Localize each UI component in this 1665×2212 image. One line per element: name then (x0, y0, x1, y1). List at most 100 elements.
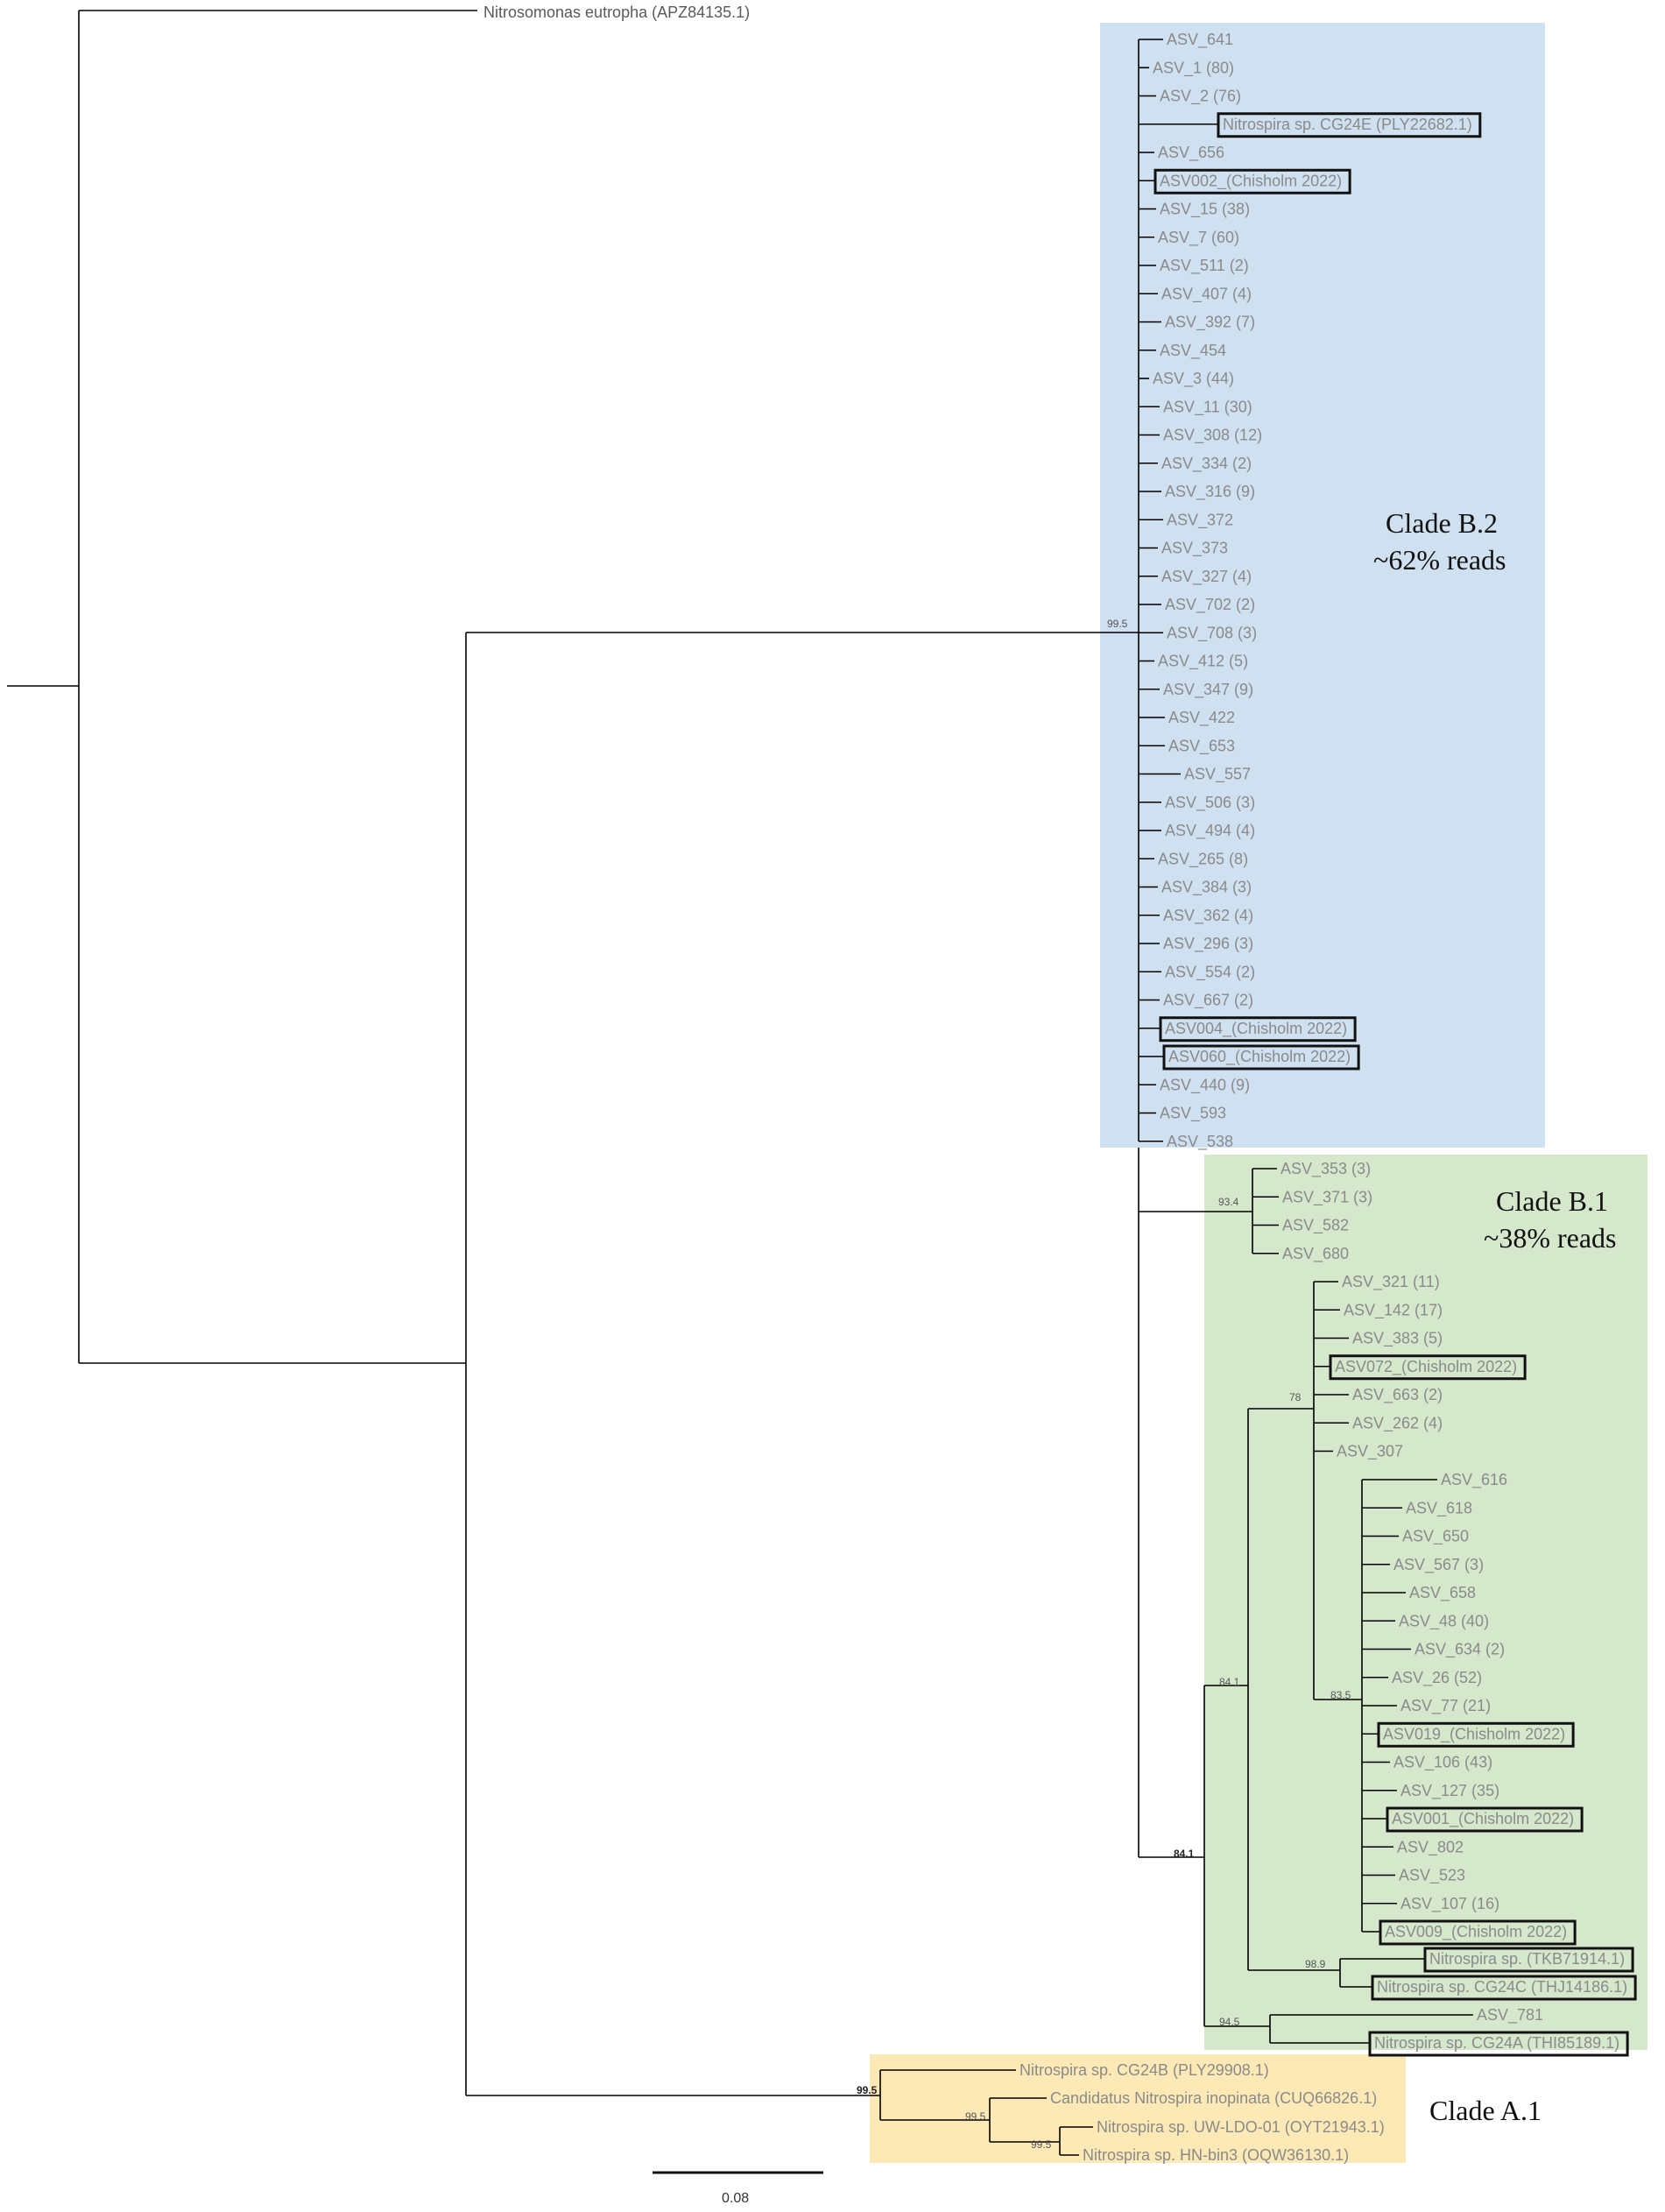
clade-b2-background (1100, 23, 1545, 1148)
b2-leaf-label: ASV_667 (2) (1163, 992, 1253, 1010)
b1-leaf-label: ASV_321 (11) (1342, 1273, 1440, 1291)
b2-leaf-label: ASV_511 (2) (1160, 257, 1249, 275)
support-b1-835: 83.5 (1330, 1689, 1351, 1701)
clade-b1-reads: ~38% reads (1484, 1222, 1616, 1254)
b1-leaf-label: ASV001_(Chisholm 2022) (1392, 1810, 1574, 1828)
clade-a1-background (870, 2054, 1406, 2163)
b2-leaf-label: ASV004_(Chisholm 2022) (1165, 1020, 1347, 1038)
b2-leaf-label: ASV_11 (30) (1163, 398, 1252, 416)
clade-a1-title: Clade A.1 (1429, 2095, 1542, 2126)
b2-leaf-label: ASV_334 (2) (1161, 455, 1252, 473)
b1-leaf-label: ASV_567 (3) (1393, 1556, 1484, 1574)
b2-leaf-label: ASV_2 (76) (1160, 88, 1241, 106)
highlight-box (1329, 1354, 1527, 1381)
b2-leaf-label: ASV_327 (4) (1161, 568, 1252, 586)
b2-leaf-label: ASV_656 (1158, 144, 1224, 162)
highlight-box (1154, 168, 1351, 194)
b2-leaf-label: ASV_316 (9) (1165, 483, 1255, 501)
b2-leaf-label: ASV_708 (3) (1167, 624, 1257, 642)
highlight-box (1386, 1806, 1584, 1833)
support-b1-78: 78 (1289, 1391, 1302, 1403)
b1-leaf-label: Nitrospira sp. CG24C (THJ14186.1) (1377, 1978, 1627, 1996)
b1-leaf-label: ASV_383 (5) (1352, 1330, 1443, 1348)
highlight-box (1377, 1721, 1575, 1748)
b2-leaf-label: ASV_538 (1167, 1133, 1233, 1151)
clade-b2-title: Clade B.2 (1386, 507, 1498, 539)
b1-leaf-label: ASV_48 (40) (1399, 1612, 1489, 1630)
b1-leaf-label: ASV_127 (35) (1400, 1782, 1499, 1800)
support-a1-inner1: 99.5 (965, 2110, 986, 2123)
clade-b1-background (1204, 1155, 1647, 2050)
b1-leaf-label: ASV_106 (43) (1393, 1754, 1492, 1772)
b2-leaf-label: ASV_373 (1161, 540, 1228, 558)
b2-leaf-label: ASV_702 (2) (1165, 596, 1255, 614)
b1-leaf-label: ASV_802 (1397, 1838, 1464, 1856)
b1-leaf-label: ASV_307 (1337, 1443, 1403, 1461)
b1-leaf-label: ASV_680 (1282, 1245, 1349, 1263)
highlight-box (1371, 1975, 1637, 2001)
b2-leaf-label: ASV_7 (60) (1158, 229, 1239, 247)
highlight-box (1162, 1044, 1360, 1071)
b1-leaf-label: ASV_107 (16) (1400, 1895, 1499, 1913)
b1-leaf-label: ASV_142 (17) (1344, 1301, 1443, 1319)
b2-leaf-label: ASV_347 (9) (1163, 681, 1253, 699)
b2-leaf-label: ASV_506 (3) (1165, 794, 1255, 812)
b1-leaf-label: ASV_616 (1441, 1471, 1507, 1489)
b1-leaf-label: ASV_781 (1477, 2006, 1543, 2025)
b1-leaf-label: ASV_77 (21) (1400, 1697, 1491, 1715)
a1-leaf-label: Nitrospira sp. UW-LDO-01 (OYT21943.1) (1097, 2118, 1385, 2136)
b1-leaf-label: ASV_523 (1399, 1867, 1465, 1885)
b1-leaf-label: ASV072_(Chisholm 2022) (1335, 1358, 1517, 1376)
a1-leaf-label: Candidatus Nitrospira inopinata (CUQ6682… (1050, 2089, 1377, 2107)
b1-leaf-label: ASV_634 (2) (1415, 1641, 1505, 1659)
b2-leaf-label: ASV_1 (80) (1153, 59, 1234, 77)
outgroup-leaf-label: Nitrosomonas eutropha (APZ84135.1) (483, 4, 750, 21)
highlight-box (1379, 1919, 1577, 1946)
b2-leaf-label: ASV_641 (1167, 31, 1233, 49)
b1-leaf-label: ASV_658 (1409, 1584, 1476, 1602)
highlight-box (1159, 1016, 1357, 1042)
support-b1-945: 94.5 (1219, 2016, 1240, 2028)
support-b1-841-inner: 84.1 (1219, 1676, 1240, 1688)
highlight-box (1217, 112, 1482, 138)
a1-leaf-label: Nitrospira sp. CG24B (PLY29908.1) (1019, 2061, 1269, 2079)
b2-leaf-label: ASV_454 (1160, 342, 1226, 360)
support-a1: 99.5 (857, 2084, 878, 2096)
support-b1-841: 84.1 (1174, 1848, 1195, 1860)
b2-leaf-label: ASV_412 (5) (1158, 653, 1248, 671)
support-b1-989: 98.9 (1305, 1958, 1326, 1970)
b1-leaf-label: Nitrospira sp. CG24A (THI85189.1) (1374, 2034, 1619, 2052)
b2-leaf-label: ASV_362 (4) (1163, 907, 1253, 925)
b2-leaf-label: ASV_407 (4) (1161, 285, 1252, 303)
highlight-box (1423, 1947, 1634, 1973)
support-b1-first: 93.4 (1218, 1196, 1239, 1208)
b2-leaf-label: ASV_422 (1168, 709, 1235, 727)
b1-leaf-label: ASV009_(Chisholm 2022) (1385, 1923, 1567, 1941)
b1-leaf-label: ASV_650 (1402, 1528, 1469, 1546)
scale-bar-label: 0.08 (722, 2191, 749, 2206)
support-b2: 99.5 (1107, 618, 1128, 630)
b2-leaf-label: ASV_372 (1167, 511, 1233, 529)
b1-leaf-label: ASV_262 (4) (1352, 1414, 1443, 1432)
b2-leaf-label: Nitrospira sp. CG24E (PLY22682.1) (1223, 116, 1472, 133)
b2-leaf-label: ASV_554 (2) (1165, 963, 1255, 981)
b2-leaf-label: ASV_15 (38) (1160, 201, 1250, 219)
b1-leaf-label: ASV019_(Chisholm 2022) (1383, 1725, 1565, 1743)
b1-leaf-label: ASV_371 (3) (1282, 1188, 1372, 1206)
clade-b1-title: Clade B.1 (1496, 1185, 1608, 1217)
b2-leaf-label: ASV_384 (3) (1161, 879, 1252, 897)
clade-b2-reads: ~62% reads (1373, 544, 1506, 576)
b1-leaf-label: ASV_663 (2) (1352, 1386, 1443, 1404)
support-a1-inner2: 99.5 (1031, 2138, 1052, 2151)
b1-leaf-label: ASV_582 (1282, 1217, 1349, 1235)
b1-leaf-label: ASV_353 (3) (1280, 1160, 1371, 1178)
b2-leaf-label: ASV002_(Chisholm 2022) (1160, 172, 1342, 190)
b2-leaf-label: ASV_265 (8) (1158, 850, 1248, 868)
b1-leaf-label: ASV_26 (52) (1392, 1669, 1482, 1687)
b2-leaf-label: ASV_653 (1168, 737, 1235, 755)
b2-leaf-label: ASV_296 (3) (1163, 935, 1253, 953)
a1-leaf-label: Nitrospira sp. HN-bin3 (OQW36130.1) (1083, 2146, 1349, 2164)
b2-leaf-label: ASV060_(Chisholm 2022) (1168, 1048, 1351, 1066)
b2-leaf-label: ASV_440 (9) (1160, 1076, 1250, 1094)
